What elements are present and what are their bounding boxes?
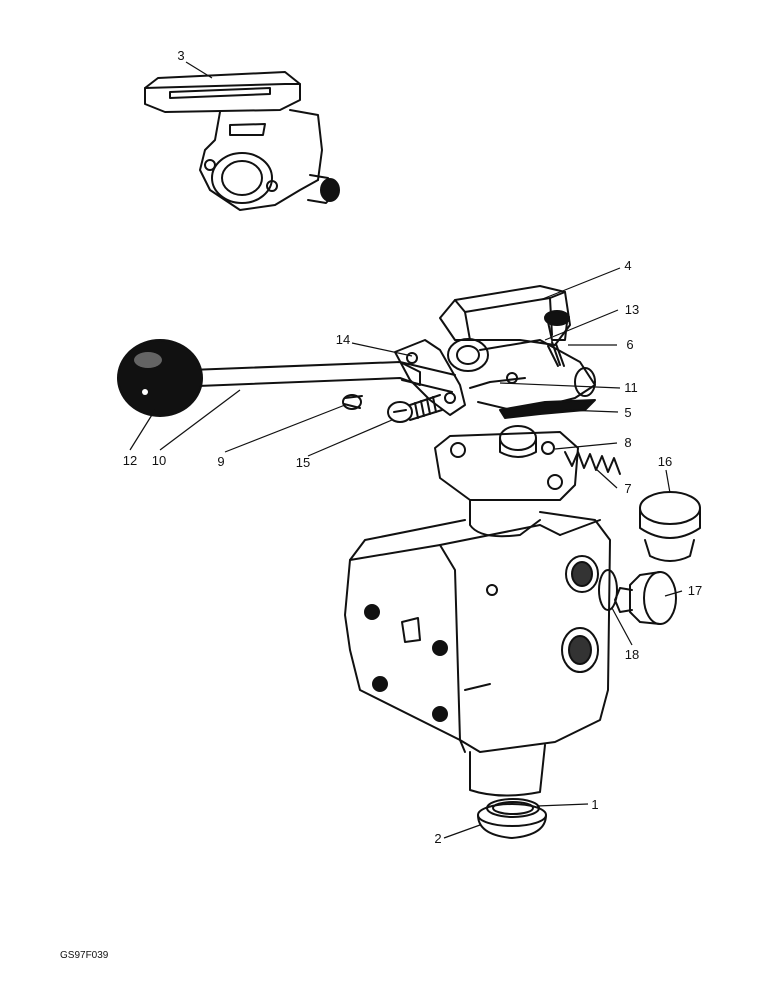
callout-1: 1 [591, 797, 598, 812]
drawing-code: GS97F039 [60, 950, 109, 961]
plug-16 [639, 491, 701, 562]
o-ring [486, 798, 540, 818]
gasket [499, 399, 596, 419]
mounting-bracket [144, 71, 340, 211]
callout-16: 16 [658, 454, 672, 469]
lever-knob [117, 339, 203, 417]
callout-15: 15 [296, 455, 310, 470]
valve-body [344, 499, 611, 797]
callout-labels: 3 4 13 6 14 11 5 8 7 12 10 9 15 16 17 18… [123, 48, 702, 846]
callout-18: 18 [625, 647, 639, 662]
callout-10: 10 [152, 453, 166, 468]
spring-clip [469, 377, 526, 389]
callout-5: 5 [624, 405, 631, 420]
callout-9: 9 [217, 454, 224, 469]
grub-screw [342, 394, 363, 410]
callout-2: 2 [434, 831, 441, 846]
callout-6: 6 [626, 337, 633, 352]
plug-17 [614, 571, 677, 625]
cap-screw [544, 310, 570, 367]
pivot-plate [394, 339, 466, 416]
callout-17: 17 [688, 583, 702, 598]
callout-13: 13 [625, 302, 639, 317]
end-cap [477, 803, 547, 839]
control-lever [189, 361, 456, 393]
pivot-screw [387, 394, 443, 423]
callout-12: 12 [123, 453, 137, 468]
callout-3: 3 [177, 48, 184, 63]
callout-14: 14 [336, 332, 350, 347]
detent-spring [564, 451, 621, 475]
leader-lines [129, 61, 683, 839]
callout-8: 8 [624, 435, 631, 450]
valve-top-housing [439, 285, 596, 413]
callout-11: 11 [624, 380, 638, 395]
callout-4: 4 [624, 258, 631, 273]
detent-plate [434, 425, 579, 501]
callout-7: 7 [624, 481, 631, 496]
sealing-ring-18 [598, 569, 618, 611]
